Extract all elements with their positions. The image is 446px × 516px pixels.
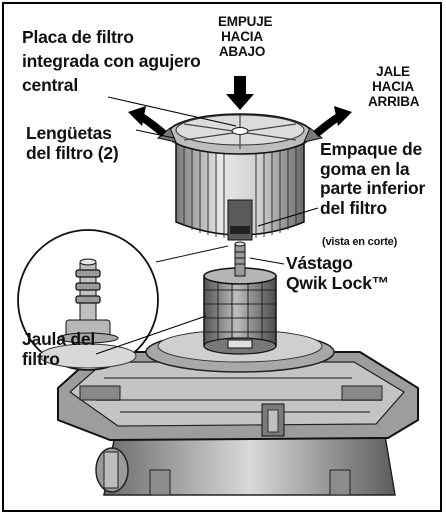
pleated-filter: [156, 113, 324, 241]
label-placa-line3: central: [22, 75, 78, 95]
stem-detail-inset: [17, 229, 229, 371]
label-placa-line2: integrada con agujero: [22, 51, 201, 71]
label-jaula-del-filtro: Jaula del filtro: [22, 329, 96, 369]
label-placa-line1: Placa de filtro: [22, 27, 134, 47]
label-empuje-hacia-abajo: EMPUJE HACIA ABAJO: [218, 14, 273, 60]
pull-up-arrow-right: [313, 106, 352, 138]
push-down-arrow: [226, 76, 254, 110]
pull-up-arrow-left: [128, 106, 167, 138]
label-jale-hacia-arriba: JALE HACIA ARRIBA: [368, 64, 420, 110]
filter-cage: [203, 267, 277, 355]
label-vista-en-corte: (vista en corte): [322, 236, 398, 248]
leader-lines: [95, 96, 319, 355]
label-empaque-de-goma: Empaque de goma en la parte inferior del…: [320, 139, 426, 218]
label-vastago-qwik-lock: Vástago Qwik Lock™: [286, 253, 390, 293]
label-lenguetas-del-filtro: Lengüetas del filtro (2): [26, 123, 119, 163]
qwik-lock-stem: [234, 241, 246, 277]
